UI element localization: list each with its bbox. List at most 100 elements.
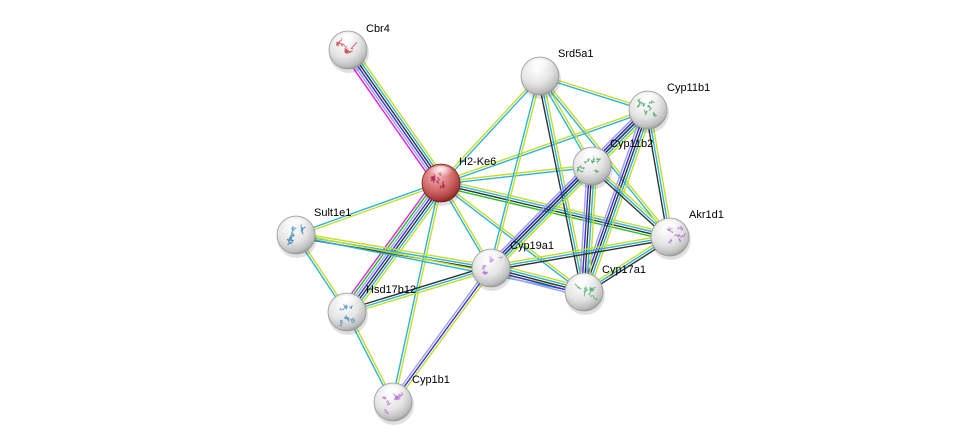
edge-evidence-database [346,267,492,313]
edge-evidence-coexpression [583,165,593,293]
node-cyp11b1[interactable]: Cyp11b1 [628,82,710,133]
node-highlight [334,295,360,311]
node-highlight [380,385,406,401]
node-label: Akr1d1 [689,209,724,221]
edge-cyp19a1-akr1d1[interactable] [490,233,671,272]
edge-evidence-database [295,235,584,294]
edge-evidence-coexpression [491,238,671,272]
edge-evidence-textmining [352,186,448,317]
edge-h2-ke6-srd5a1[interactable] [439,74,542,185]
edge-cyp11b2-cyp17a1[interactable] [578,165,598,293]
edge-evidence-textmining [588,166,598,293]
node-label: Hsd17b12 [366,284,416,296]
node-cyp19a1[interactable]: Cyp19a1 [471,240,554,291]
edge-cbr4-h2-ke6[interactable] [342,46,447,187]
edge-evidence-textmining [347,269,492,315]
edge-evidence-coexpression [490,165,593,269]
edge-evidence-homology [344,51,439,186]
edge-evidence-database [441,166,593,185]
node-srd5a1[interactable]: Srd5a1 [520,48,593,99]
edge-evidence-textmining [440,108,648,183]
node-highlight [579,149,605,165]
edge-evidence-textmining [649,109,674,237]
edge-cyp19a1-hsd17b12[interactable] [346,265,492,315]
node-highlight [635,93,661,109]
edge-evidence-database [350,47,445,182]
edge-evidence-database [441,76,542,185]
edge-evidence-database [492,167,595,271]
node-cyp11b2[interactable]: Cyp11b2 [572,138,653,189]
node-label: H2-Ke6 [459,156,496,168]
edge-evidence-experiments [346,50,441,185]
edge-sult1e1-cyp19a1[interactable] [295,231,492,272]
edge-evidence-textmining [490,233,670,267]
node-highlight [478,251,504,267]
edge-evidence-experiments [580,165,591,292]
edges-layer [294,46,674,404]
edge-evidence-homology [390,266,490,401]
edge-evidence-experiments [392,267,492,403]
edge-evidence-textmining [394,269,494,404]
node-highlight [657,220,683,236]
node-label: Sult1e1 [314,207,351,219]
edge-evidence-textmining [491,76,542,269]
edge-evidence-homology [487,162,590,266]
edge-evidence-coexpression [346,265,491,311]
edge-evidence-textmining [352,46,447,180]
edge-evidence-textmining [441,181,586,292]
edge-cyp11b1-akr1d1[interactable] [644,109,674,238]
edge-evidence-fusion [340,178,436,309]
edge-evidence-coexpression [583,109,649,293]
edge-evidence-neighborhood [440,185,670,242]
node-highlight [571,275,597,291]
edge-evidence-textmining [296,183,442,237]
edge-evidence-database [585,166,596,293]
edge-evidence-experiments [346,182,442,313]
edge-evidence-database [489,75,540,268]
edge-evidence-database [647,109,671,238]
edge-evidence-textmining [587,111,654,294]
node-highlight [527,59,553,75]
edge-sult1e1-cyp17a1[interactable] [295,233,585,294]
node-label: Cyp1b1 [412,374,450,386]
node-label: Cyp19a1 [510,240,554,252]
node-highlight [428,166,454,182]
edge-evidence-coexpression [348,48,443,183]
edge-evidence-database [295,181,441,235]
edge-cyp11b2-cyp19a1[interactable] [487,162,596,272]
edge-evidence-database [490,236,671,269]
edge-evidence-database [439,183,584,294]
node-label: Cyp11b2 [610,138,653,150]
edge-evidence-database [441,110,649,185]
edge-evidence-experiments [488,163,591,267]
edge-evidence-textmining [296,231,492,267]
node-highlight [335,33,361,49]
edge-evidence-experiments [581,108,647,292]
node-label: Cbr4 [366,23,390,35]
edge-evidence-homology [344,181,440,311]
edge-h2-ke6-cyp11b1[interactable] [440,108,649,185]
edge-evidence-textmining [439,74,540,183]
edge-cyp19a1-cyp1b1[interactable] [390,266,494,404]
edge-evidence-textmining [493,168,596,272]
node-cbr4[interactable]: Cbr4 [328,23,390,73]
edge-srd5a1-cyp19a1[interactable] [489,75,542,269]
edge-evidence-database [585,110,651,294]
node-cyp17a1[interactable]: Cyp17a1 [564,264,646,315]
edge-h2-ke6-cyp17a1[interactable] [439,181,586,294]
node-hsd17b12[interactable]: Hsd17b12 [327,284,416,335]
edge-evidence-database [391,182,441,402]
edge-evidence-coexpression [644,110,669,238]
node-h2-ke6[interactable]: H2-Ke6 [421,156,496,206]
node-sult1e1[interactable]: Sult1e1 [276,207,351,258]
edge-evidence-neighborhood [342,179,438,310]
node-cyp1b1[interactable]: Cyp1b1 [373,374,450,425]
node-label: Cyp17a1 [602,264,646,276]
node-label: Srd5a1 [558,48,593,60]
node-label: Cyp11b1 [667,82,710,94]
node-akr1d1[interactable]: Akr1d1 [650,209,724,260]
edge-h2-ke6-sult1e1[interactable] [295,181,442,237]
edge-evidence-textmining [296,233,585,292]
